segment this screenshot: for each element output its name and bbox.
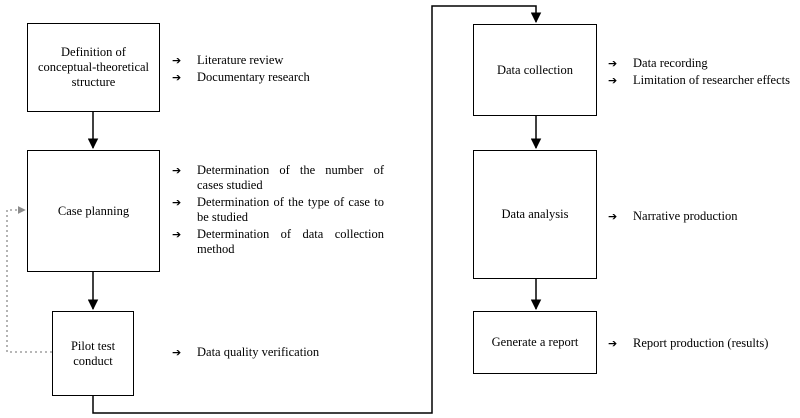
box-generate-report: Generate a report <box>473 311 597 374</box>
arrow-right-icon: ➔ <box>608 57 618 70</box>
arrow-right-icon: ➔ <box>608 210 618 223</box>
box-definition-label: Definition of conceptual-theoretical str… <box>37 45 150 89</box>
box-pilot-test-label: Pilot test conduct <box>70 338 116 368</box>
bullet-item: ➔Determination of the number of cases st… <box>172 163 384 192</box>
box-case-planning: Case planning <box>27 150 160 272</box>
bullet-item: ➔Documentary research <box>172 70 310 84</box>
bullet-item: ➔Determination of data collection method <box>172 227 384 256</box>
box-generate-report-label: Generate a report <box>491 335 579 349</box>
box-data-collection-label: Data collection <box>496 62 573 77</box>
box-pilot-test: Pilot test conduct <box>52 311 134 396</box>
bullets-data-collection: ➔Data recording ➔Limitation of researche… <box>608 56 798 90</box>
arrow-right-icon: ➔ <box>172 164 182 177</box>
arrow-right-icon: ➔ <box>172 71 182 84</box>
box-data-analysis: Data analysis <box>473 150 597 279</box>
arrow-right-icon: ➔ <box>608 337 618 350</box>
bullets-generate-report: ➔Report production (results) <box>608 336 798 353</box>
box-data-analysis-label: Data analysis <box>501 207 569 221</box>
bullet-item: ➔Determination of the type of case to be… <box>172 195 384 224</box>
dotted-feedback-pilot-to-case-planning <box>6 206 52 353</box>
bullet-item: ➔Literature review <box>172 53 284 67</box>
bullet-item: ➔Limitation of researcher effects <box>608 73 790 87</box>
arrow-right-icon: ➔ <box>172 228 182 241</box>
box-definition: Definition of conceptual-theoretical str… <box>27 23 160 112</box>
box-data-collection: Data collection <box>473 24 597 116</box>
arrow-right-icon: ➔ <box>172 196 182 209</box>
bullet-item: ➔Report production (results) <box>608 336 769 350</box>
arrow-right-icon: ➔ <box>608 74 618 87</box>
arrow-pilot-test-to-data-collection <box>92 5 542 414</box>
bullet-item: ➔Data recording <box>608 56 708 70</box>
bullets-data-analysis: ➔Narrative production <box>608 209 798 226</box>
arrow-right-icon: ➔ <box>172 346 182 359</box>
bullet-item: ➔Data quality verification <box>172 345 320 359</box>
arrow-right-icon: ➔ <box>172 54 182 67</box>
box-case-planning-label: Case planning <box>57 203 130 218</box>
bullets-definition: ➔Literature review ➔Documentary research <box>172 53 372 87</box>
bullets-pilot-test: ➔Data quality verification <box>172 345 372 362</box>
bullets-case-planning: ➔Determination of the number of cases st… <box>172 163 384 259</box>
bullet-item: ➔Narrative production <box>608 209 738 223</box>
